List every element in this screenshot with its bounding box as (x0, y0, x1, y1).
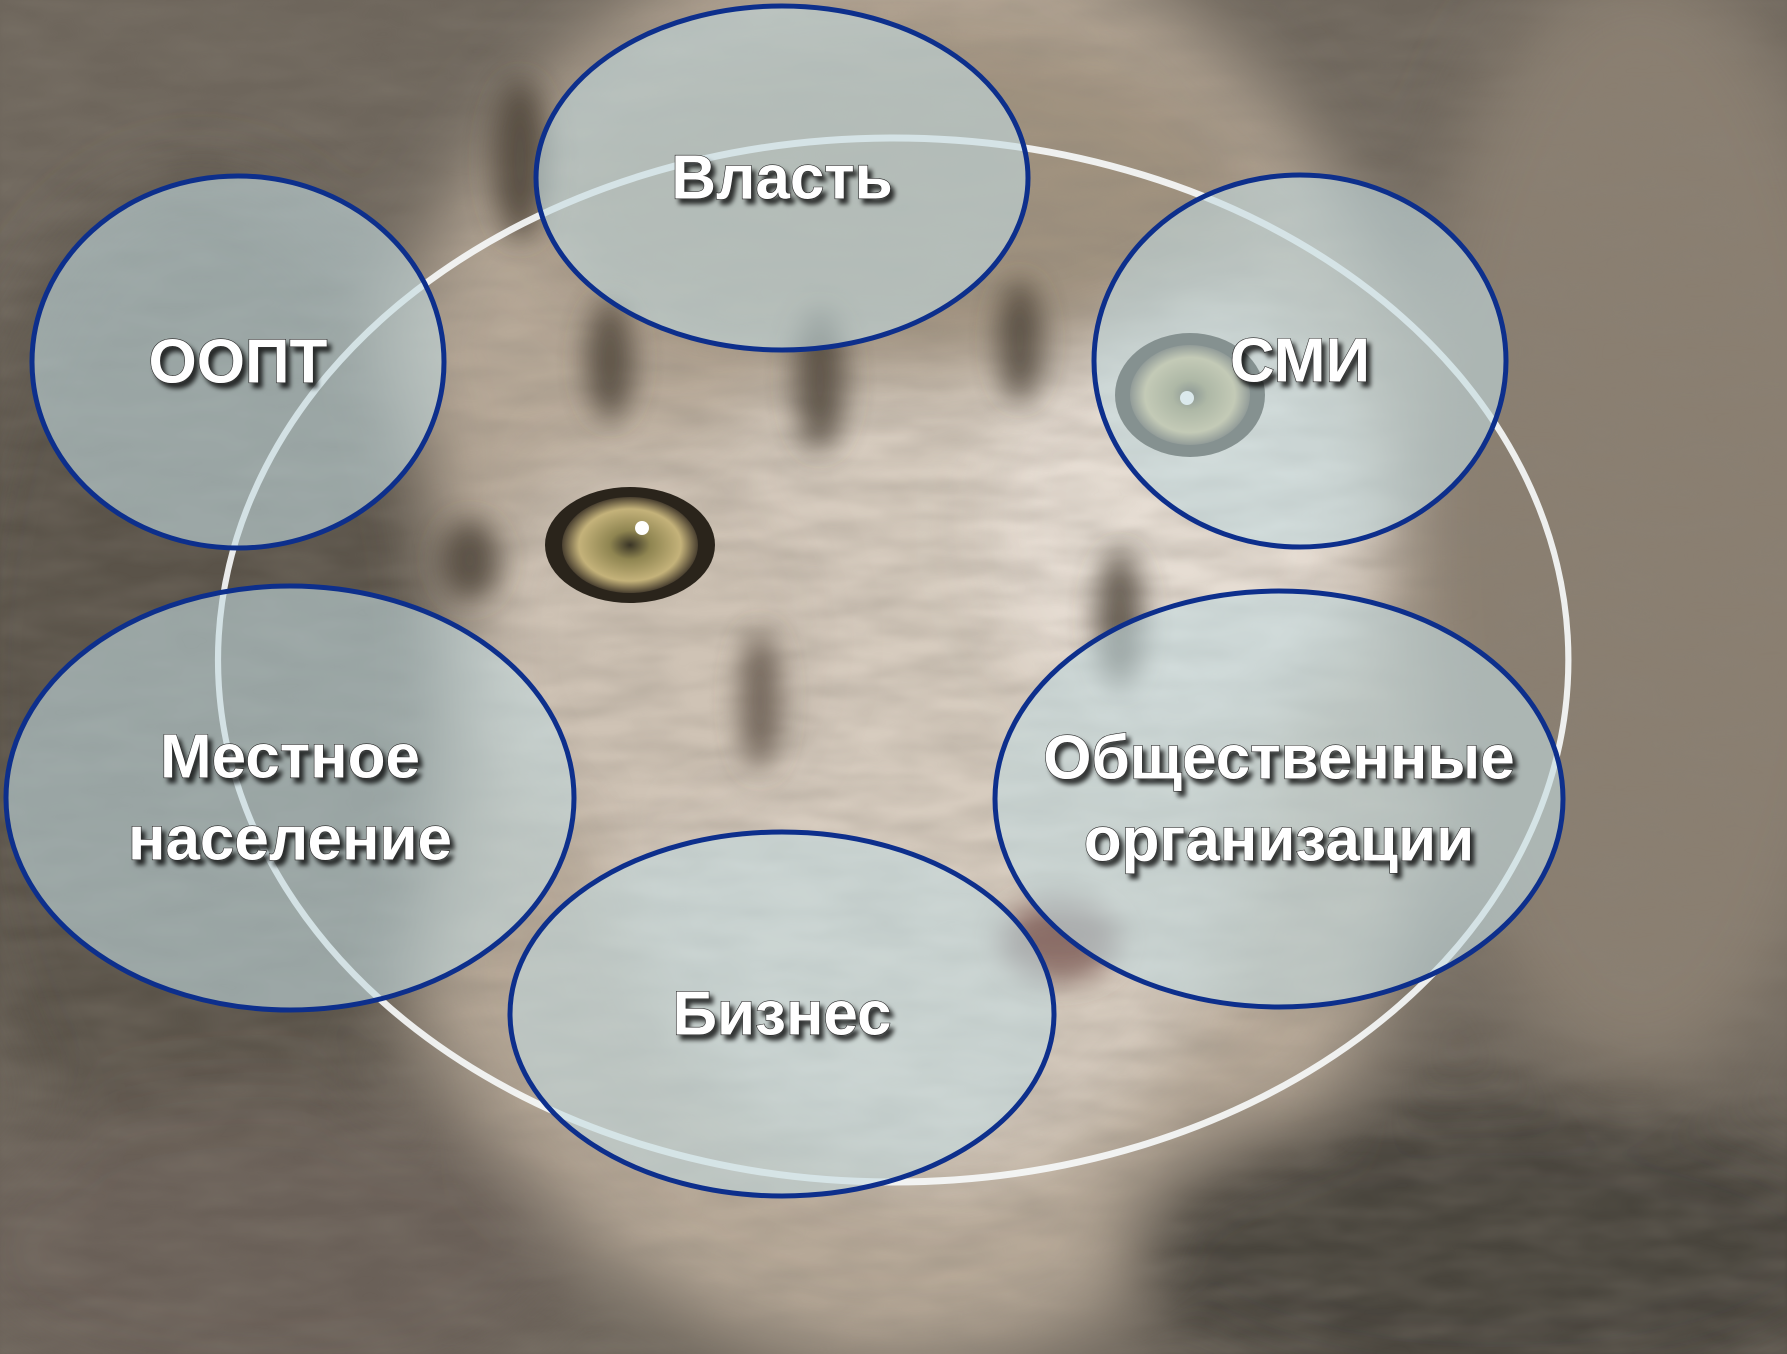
node-ellipse-vlast (533, 3, 1031, 353)
node-label-obshchestvennye-line-2: организации (1084, 806, 1474, 875)
node-ellipse-oopt (29, 173, 447, 551)
node-label-mestnoe-line-1: Местное (160, 723, 420, 792)
node-oopt: ООПТ (29, 173, 447, 551)
node-mestnoe: Местное население (3, 583, 577, 1013)
node-ellipse-mestnoe (3, 583, 577, 1013)
node-label-vlast: Власть (671, 144, 893, 213)
node-biznes: Бизнес (507, 829, 1057, 1199)
node-smi: СМИ (1091, 172, 1509, 550)
node-label-oopt: ООПТ (149, 328, 328, 397)
node-ellipse-obshchestvennye (992, 588, 1566, 1010)
node-ellipse-biznes (507, 829, 1057, 1199)
node-label-obshchestvennye-line-1: Общественные (1043, 724, 1514, 793)
node-label-smi: СМИ (1230, 327, 1370, 396)
node-ellipse-smi (1091, 172, 1509, 550)
node-label-mestnoe-line-2: население (128, 805, 452, 874)
node-vlast: Власть (533, 3, 1031, 353)
node-label-biznes: Бизнес (672, 980, 891, 1049)
node-obshchestvennye: Общественные организации (992, 588, 1566, 1010)
